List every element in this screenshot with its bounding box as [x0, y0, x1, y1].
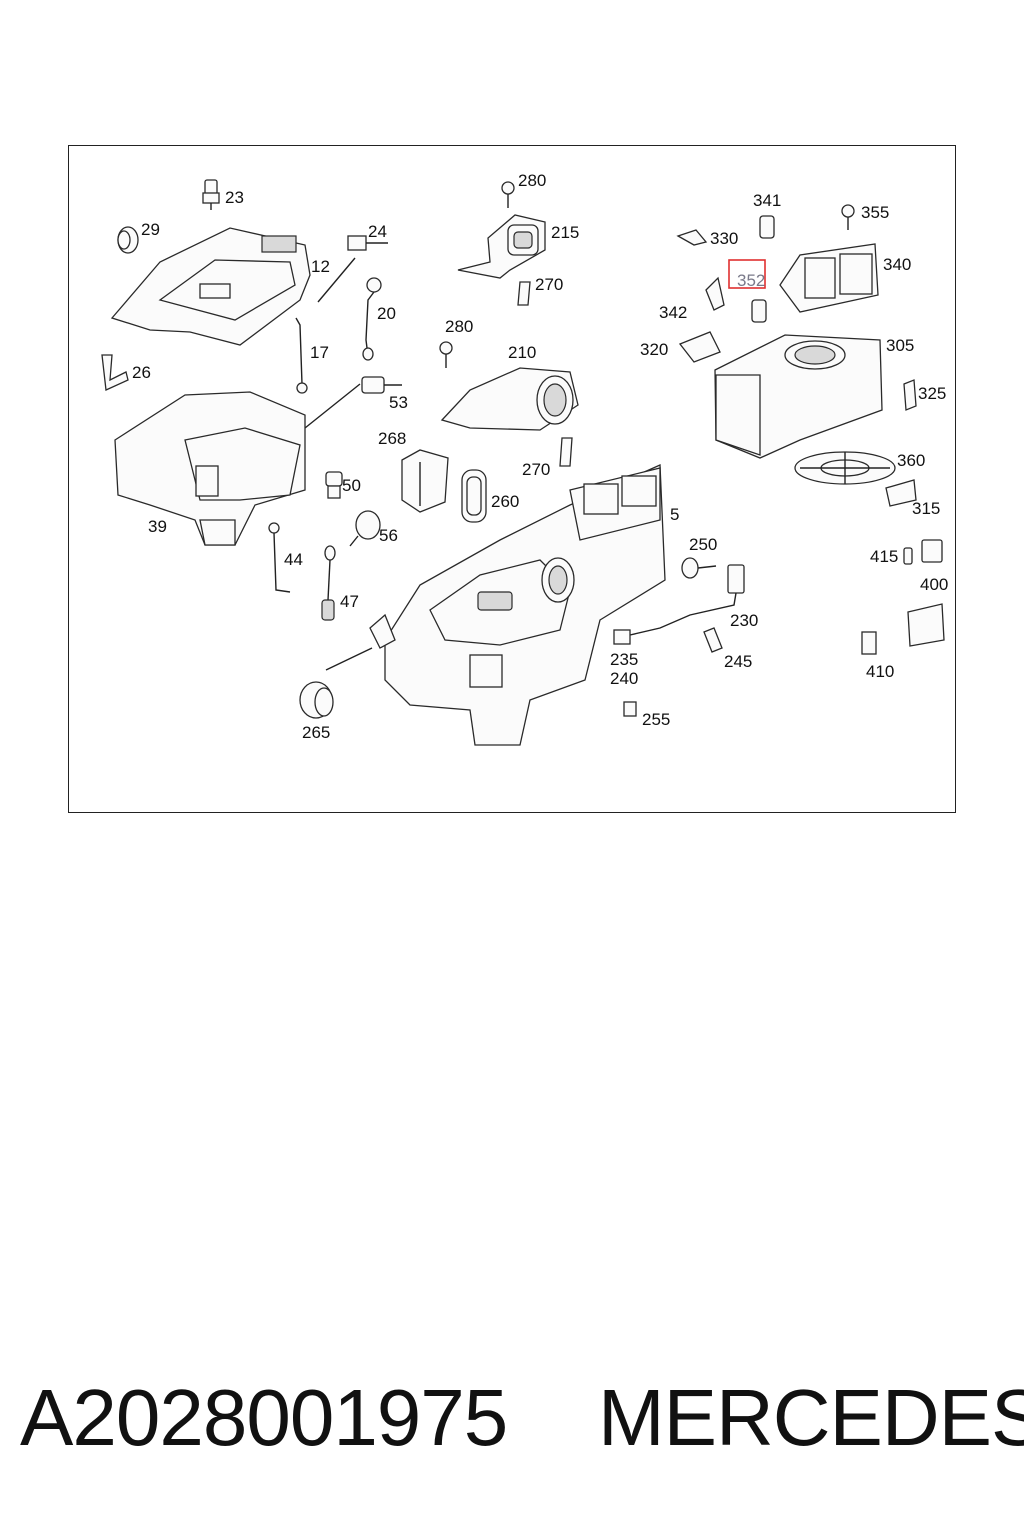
part-47[interactable] [321, 545, 336, 621]
part-56[interactable] [349, 510, 381, 547]
callout-230: 230 [730, 611, 758, 630]
part-320[interactable] [678, 331, 721, 363]
part-20[interactable] [362, 277, 382, 361]
part-410[interactable] [861, 631, 877, 655]
part-39[interactable] [114, 391, 306, 546]
callout-50: 50 [342, 476, 361, 495]
callout-330: 330 [710, 229, 738, 248]
callout-210: 210 [508, 343, 536, 362]
part-268[interactable] [401, 449, 449, 513]
part-341[interactable] [759, 215, 775, 239]
callout-235: 235 [610, 650, 638, 669]
part-module[interactable] [907, 603, 945, 647]
callout-400: 400 [920, 575, 948, 594]
part-44[interactable] [268, 522, 291, 593]
highlight-box-352 [728, 259, 766, 289]
callout-268: 268 [378, 429, 406, 448]
part-53[interactable] [299, 376, 402, 433]
part-210[interactable] [440, 367, 579, 431]
callout-341: 341 [753, 191, 781, 210]
callout-280-upper: 280 [518, 171, 546, 190]
part-235-240[interactable] [613, 629, 631, 645]
callout-355: 355 [861, 203, 889, 222]
part-352[interactable] [751, 299, 767, 323]
part-265[interactable] [299, 647, 373, 719]
part-330[interactable] [676, 229, 708, 246]
part-280-upper[interactable] [501, 181, 515, 208]
part-400[interactable] [921, 539, 943, 563]
part-355[interactable] [841, 204, 855, 230]
part-325[interactable] [903, 379, 917, 411]
part-305[interactable] [714, 334, 883, 459]
callout-342: 342 [659, 303, 687, 322]
part-360[interactable] [794, 451, 896, 485]
part-26[interactable] [101, 354, 129, 391]
part-280-lower[interactable] [439, 341, 453, 368]
callout-340: 340 [883, 255, 911, 274]
callout-24: 24 [368, 222, 387, 241]
callout-39: 39 [148, 517, 167, 536]
part-17[interactable] [295, 317, 308, 394]
part-342[interactable] [705, 276, 725, 311]
callout-270-lower: 270 [522, 460, 550, 479]
callout-250: 250 [689, 535, 717, 554]
part-29[interactable] [117, 226, 139, 254]
part-12[interactable] [110, 227, 356, 346]
callout-255: 255 [642, 710, 670, 729]
callout-265: 265 [302, 723, 330, 742]
callout-270-upper: 270 [535, 275, 563, 294]
callout-280-lower: 280 [445, 317, 473, 336]
callout-305: 305 [886, 336, 914, 355]
callout-360: 360 [897, 451, 925, 470]
part-5[interactable] [369, 464, 666, 746]
brand-name: MERCEDES [598, 1373, 1024, 1462]
part-number: A2028001975 [20, 1373, 508, 1462]
part-24[interactable] [347, 235, 388, 251]
callout-23: 23 [225, 188, 244, 207]
callout-26: 26 [132, 363, 151, 382]
part-215[interactable] [457, 214, 546, 279]
callout-17: 17 [310, 343, 329, 362]
callout-12: 12 [311, 257, 330, 276]
callout-53: 53 [389, 393, 408, 412]
callout-20: 20 [377, 304, 396, 323]
callout-215: 215 [551, 223, 579, 242]
callout-29: 29 [141, 220, 160, 239]
callout-56: 56 [379, 526, 398, 545]
callout-240: 240 [610, 669, 638, 688]
part-255[interactable] [623, 701, 637, 717]
callout-47: 47 [340, 592, 359, 611]
part-340[interactable] [779, 243, 879, 313]
callout-245: 245 [724, 652, 752, 671]
part-230[interactable] [629, 564, 745, 636]
part-270-upper[interactable] [517, 281, 531, 306]
callout-44: 44 [284, 550, 303, 569]
part-315[interactable] [885, 479, 917, 507]
part-245[interactable] [703, 627, 723, 653]
callout-352: 352 [737, 271, 765, 290]
callout-325: 325 [918, 384, 946, 403]
callout-415: 415 [870, 547, 898, 566]
part-415[interactable] [903, 547, 913, 565]
callout-410: 410 [866, 662, 894, 681]
callout-5: 5 [670, 505, 679, 524]
callout-315: 315 [912, 499, 940, 518]
part-270-lower[interactable] [559, 437, 573, 467]
callout-260: 260 [491, 492, 519, 511]
callout-320: 320 [640, 340, 668, 359]
part-23[interactable] [202, 179, 220, 210]
part-260[interactable] [461, 469, 487, 523]
part-250[interactable] [681, 557, 717, 579]
part-50[interactable] [325, 471, 343, 499]
